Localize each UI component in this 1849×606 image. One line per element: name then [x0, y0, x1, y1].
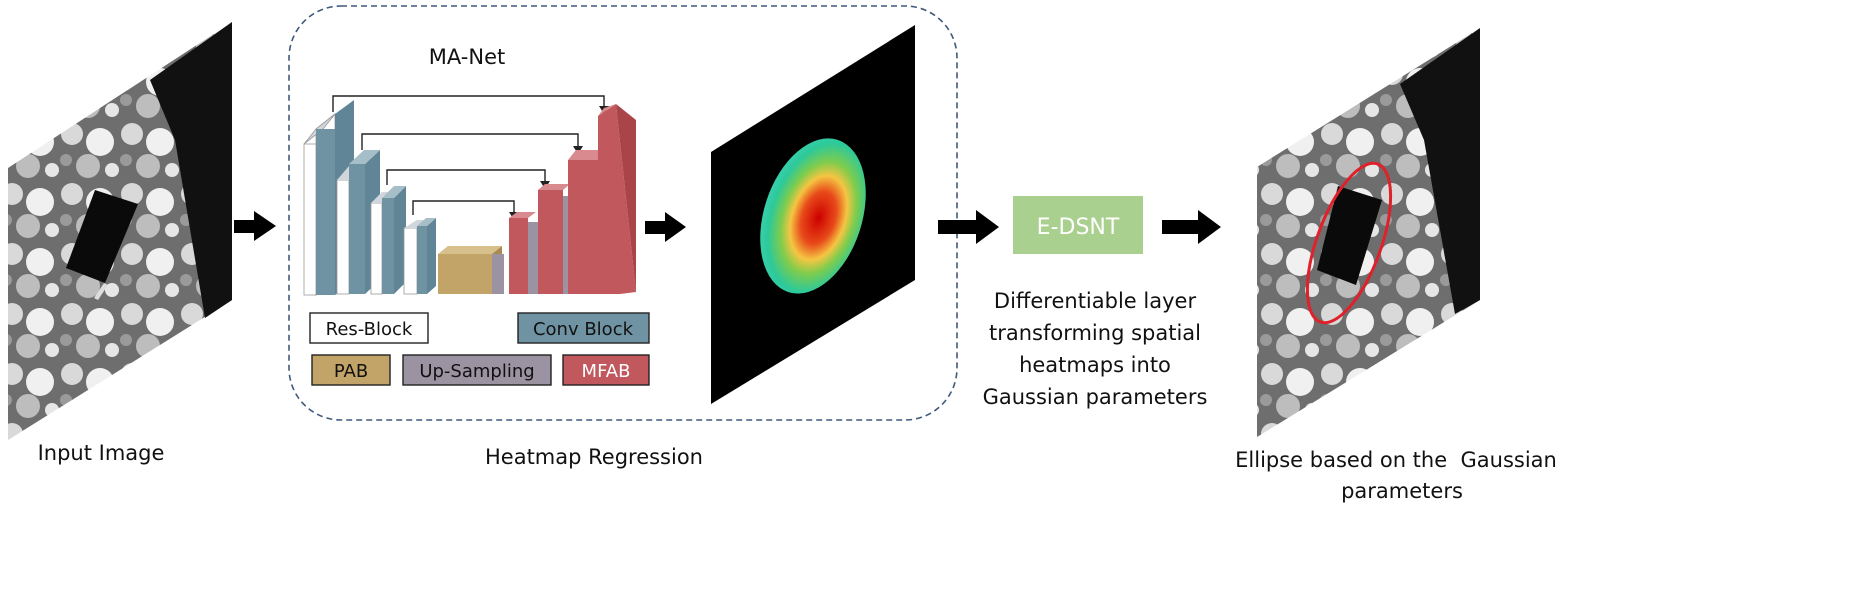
space-region-output — [1400, 28, 1480, 314]
legend-res-block — [309, 312, 429, 344]
legend-pab — [311, 354, 391, 386]
spacecraft-output — [1317, 186, 1382, 285]
space-region — [150, 22, 232, 318]
heatmap-gaussian — [760, 138, 866, 294]
legend-conv-block — [517, 312, 650, 344]
encoder-level-2 — [336, 150, 380, 295]
input-image-label: Input Image — [38, 441, 165, 465]
spacecraft — [66, 190, 138, 283]
edsnt-desc-line-3: heatmaps into — [1019, 353, 1171, 377]
arrow-manet-to-heatmap — [645, 212, 686, 242]
legend-mfab-label: MFAB — [582, 361, 631, 382]
edsnt-box — [1013, 196, 1143, 254]
legend-up-sampling — [402, 354, 552, 386]
manet-caption: Heatmap Regression — [485, 445, 703, 469]
output-image — [1257, 28, 1480, 437]
edsnt-desc-line-4: Gaussian parameters — [983, 385, 1208, 409]
manet-legend: Res-Block Conv Block PAB Up-Sampling MFA… — [309, 312, 650, 386]
edsnt-label: E-DSNT — [1037, 215, 1120, 240]
encoder-level-4 — [403, 218, 436, 295]
heatmap-panel — [711, 25, 915, 404]
edsnt-description: Differentiable layer transforming spatia… — [983, 289, 1208, 409]
decoder-level-1 — [598, 104, 636, 294]
skip-connections — [332, 95, 605, 215]
manet-title: MA-Net — [429, 45, 505, 69]
output-caption-line-2: parameters — [1341, 479, 1463, 503]
encoder-level-3 — [370, 186, 406, 295]
edsnt-desc-line-1: Differentiable layer — [994, 289, 1197, 313]
arrow-edsnt-to-output — [1162, 210, 1221, 244]
legend-conv-block-label: Conv Block — [533, 319, 634, 340]
legend-res-block-label: Res-Block — [326, 319, 413, 340]
pab-bottleneck — [438, 246, 504, 294]
legend-up-sampling-label: Up-Sampling — [419, 361, 534, 382]
legend-pab-label: PAB — [334, 361, 368, 382]
edsnt-desc-line-2: transforming spatial — [989, 321, 1201, 345]
arrow-heatmap-to-edsnt — [938, 210, 999, 244]
input-image — [8, 22, 232, 440]
fitted-ellipse — [1305, 161, 1393, 325]
arrow-input-to-manet — [234, 211, 276, 241]
output-caption: Ellipse based on the Gaussian parameters — [1235, 448, 1557, 503]
legend-mfab — [562, 354, 650, 386]
output-caption-line-1: Ellipse based on the Gaussian — [1235, 448, 1557, 472]
manet-container — [288, 5, 958, 421]
